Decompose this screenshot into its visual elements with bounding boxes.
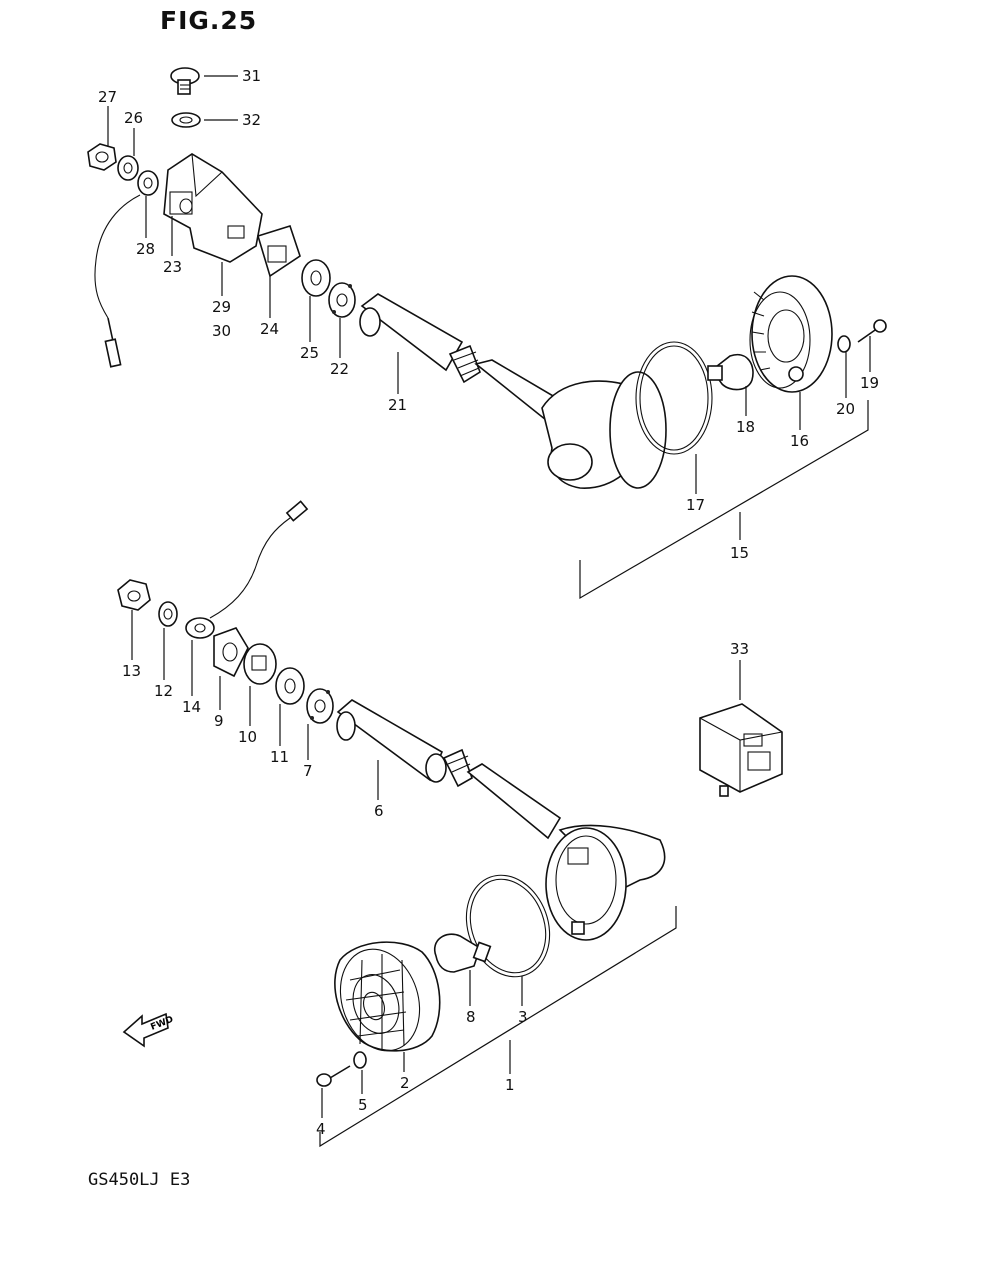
callout-10: 10 (238, 728, 257, 746)
callout-31: 31 (242, 67, 261, 85)
gasket-ring-part-17 (635, 341, 713, 455)
washer-part-20 (837, 335, 851, 353)
lens-part-2 (334, 941, 441, 1052)
callout-18: 18 (736, 418, 755, 436)
bracket-part-29 (163, 153, 263, 263)
bulb-part-8 (433, 933, 492, 973)
callout-17: 17 (686, 496, 705, 514)
callout-28: 28 (136, 240, 155, 258)
callout-2: 2 (400, 1074, 410, 1092)
callout-3: 3 (518, 1008, 528, 1026)
lock-washer-part-26 (117, 155, 139, 181)
grommet-part-24 (257, 225, 301, 278)
callout-14: 14 (182, 698, 201, 716)
callout-15: 15 (730, 544, 749, 562)
callout-29: 29 (212, 298, 231, 316)
lens-part-16 (749, 275, 833, 393)
callout-25: 25 (300, 344, 319, 362)
callout-21: 21 (388, 396, 407, 414)
callout-1: 1 (505, 1076, 515, 1094)
callout-16: 16 (790, 432, 809, 450)
callout-22: 22 (330, 360, 349, 378)
bolt-part-31 (170, 67, 200, 95)
callout-19: 19 (860, 374, 879, 392)
ground-wire-part-28 (94, 170, 159, 368)
callout-27: 27 (98, 88, 117, 106)
screw-part-19 (857, 319, 887, 343)
callout-30: 30 (212, 322, 231, 340)
callout-13: 13 (122, 662, 141, 680)
callout-9: 9 (214, 712, 224, 730)
lock-plate-part-7 (306, 688, 334, 724)
nut-part-27 (87, 143, 117, 171)
callout-4: 4 (316, 1120, 326, 1138)
ground-wire-part-14 (185, 500, 309, 639)
callout-23: 23 (163, 258, 182, 276)
callout-32: 32 (242, 111, 261, 129)
forward-direction-arrow: FWD (122, 1012, 175, 1048)
washer-part-11 (275, 667, 305, 705)
figure-title: FIG.25 (160, 6, 258, 35)
nut-part-13 (117, 579, 151, 611)
grommet-part-10 (243, 643, 277, 685)
turn-signal-housing-part-1 (545, 824, 666, 941)
callout-labels: 31 32 27 26 28 23 29 30 24 25 22 21 17 1… (98, 67, 879, 1138)
lock-plate-part-22 (328, 282, 356, 318)
callout-11: 11 (270, 748, 289, 766)
leader-lines (107, 75, 871, 1148)
callout-26: 26 (124, 109, 143, 127)
callout-7: 7 (303, 762, 313, 780)
model-code: GS450LJ E3 (88, 1170, 191, 1190)
gasket-ring-part-3 (465, 874, 551, 978)
washer-part-32 (171, 112, 201, 128)
turn-signal-housing-part-15 (541, 371, 667, 489)
stem-part-6 (336, 699, 562, 840)
washer-part-25 (301, 259, 331, 297)
callout-33: 33 (730, 640, 749, 658)
callout-24: 24 (260, 320, 279, 338)
relay-part-33 (699, 703, 783, 797)
callout-20: 20 (836, 400, 855, 418)
callout-6: 6 (374, 802, 384, 820)
washer-part-5 (353, 1051, 367, 1069)
bulb-part-18 (707, 353, 754, 391)
callout-8: 8 (466, 1008, 476, 1026)
lock-washer-part-12 (158, 601, 178, 627)
screw-part-4 (316, 1065, 351, 1087)
bracket-part-9 (213, 627, 249, 678)
callout-12: 12 (154, 682, 173, 700)
callout-5: 5 (358, 1096, 368, 1114)
